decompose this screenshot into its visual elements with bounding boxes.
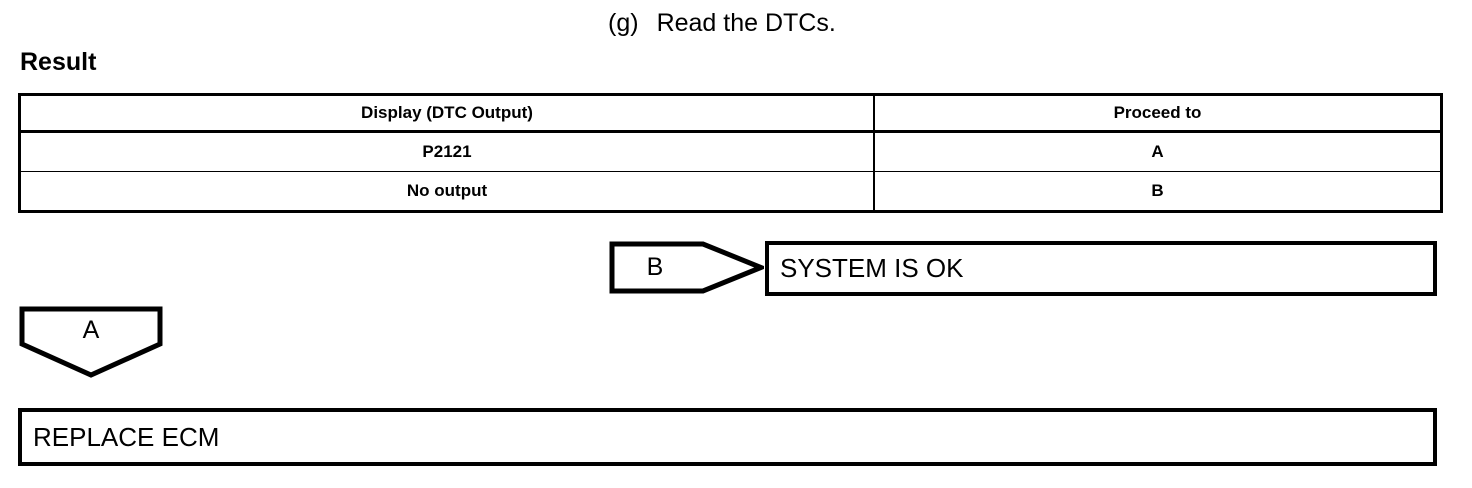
table-cell-display: No output bbox=[18, 171, 875, 213]
table-row: P2121 A bbox=[18, 133, 1443, 172]
result-caption: Result bbox=[20, 48, 97, 76]
step-text: Read the DTCs. bbox=[656, 9, 836, 37]
connector-a-pentagon: A bbox=[19, 306, 163, 378]
table-cell-proceed: B bbox=[874, 171, 1443, 213]
action-box-replace-ecm: REPLACE ECM bbox=[18, 408, 1437, 466]
action-box-replace-ecm-text: REPLACE ECM bbox=[33, 421, 220, 452]
pentagon-down-icon bbox=[19, 306, 163, 378]
table-header-double-rule bbox=[18, 130, 1443, 134]
table-header-row: Display (DTC Output) Proceed to bbox=[18, 93, 1443, 132]
table-header-display: Display (DTC Output) bbox=[18, 93, 875, 132]
table-cell-display: P2121 bbox=[18, 133, 875, 172]
table-cell-proceed: A bbox=[874, 133, 1443, 172]
table-row: No output B bbox=[18, 171, 1443, 213]
step-label: (g) bbox=[608, 9, 639, 37]
result-table: Display (DTC Output) Proceed to P2121 A … bbox=[18, 93, 1443, 213]
connector-b-pennant: B bbox=[609, 241, 764, 294]
table-header-rule-right bbox=[874, 130, 1443, 134]
pennant-right-icon bbox=[609, 241, 764, 294]
action-box-system-ok: SYSTEM IS OK bbox=[765, 241, 1437, 296]
table-header-proceed: Proceed to bbox=[874, 93, 1443, 132]
action-box-system-ok-text: SYSTEM IS OK bbox=[780, 253, 964, 283]
step-heading: (g) Read the DTCs. bbox=[608, 9, 836, 38]
table-header-rule-left bbox=[18, 130, 875, 133]
